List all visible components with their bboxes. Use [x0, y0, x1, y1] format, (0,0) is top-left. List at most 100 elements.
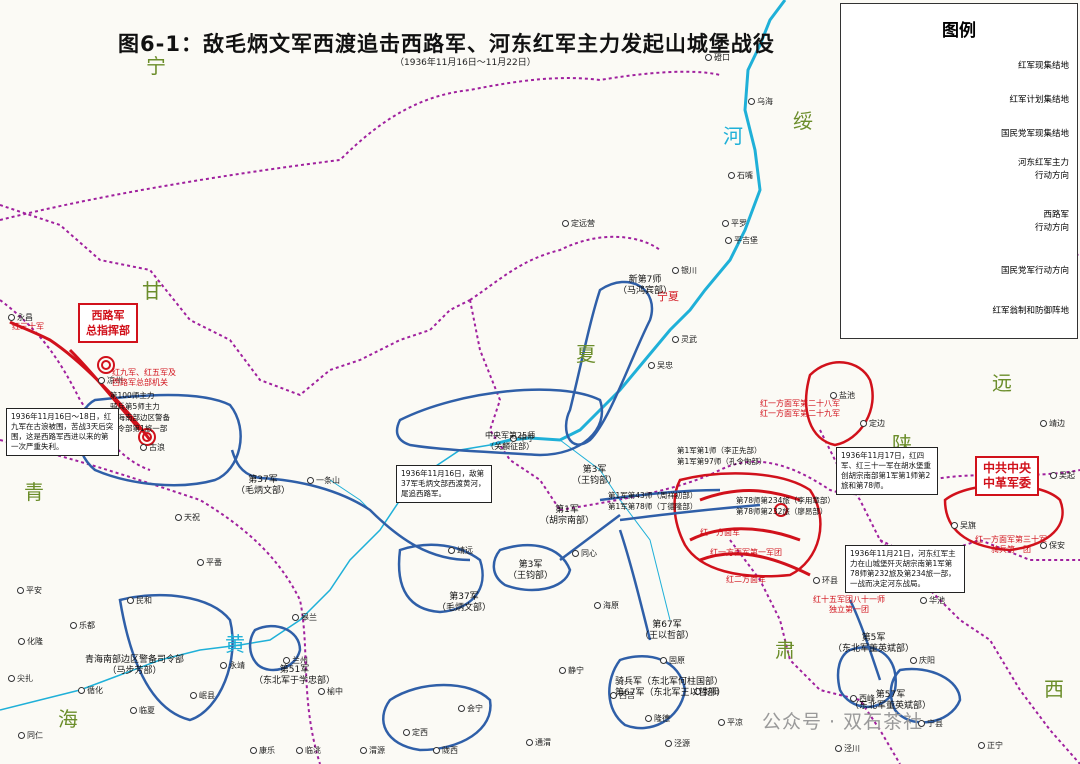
city-label: 吴旗 [951, 520, 976, 531]
city-label: 环县 [813, 575, 838, 586]
city-label: 平凉 [718, 717, 743, 728]
city-label: 泾川 [835, 743, 860, 754]
red-unit-label: 红三十军 [12, 322, 44, 331]
city-label: 定西 [403, 727, 428, 738]
enemy-movement-arrows [230, 449, 882, 681]
red-unit-label: 红一方面军第三十军 骑兵第一团 [975, 535, 1047, 554]
city-label: 磴口 [705, 52, 730, 63]
city-label: 宁县 [918, 718, 943, 729]
city-label: 化隆 [18, 636, 43, 647]
city-label: 彭阳 [694, 686, 719, 697]
city-label: 乌海 [748, 96, 773, 107]
city-label: 临夏 [130, 705, 155, 716]
enemy-unit-label: 骑兵军（东北军何柱国部） 第67军（东北军王以哲部） [615, 677, 726, 698]
map-title: 图6-1：敌毛炳文军西渡追击西路军、河东红军主力发起山城堡战役 [118, 32, 775, 56]
city-label: 古浪 [140, 442, 165, 453]
enemy-unit-label: 第100师主力 骑兵第5师主力 青海南部边区警备 司令部第1旅一部 [110, 391, 170, 433]
region-hai: 海 [58, 707, 78, 731]
legend-label: 河东红军主力 行动方向 [1017, 158, 1069, 181]
legend-item: 西路军 行动方向 [853, 201, 1073, 241]
legend-title: 图例 [942, 21, 976, 41]
legend-item: 国民党军现集结地 [853, 120, 1073, 160]
city-label: 同心 [572, 548, 597, 559]
region-yuan: 远 [992, 371, 1012, 395]
enemy-unit-label: 第67军 （王以哲部） [640, 620, 695, 641]
enemy-unit-label: 第57军 （东北军董英斌部） [850, 690, 932, 711]
enemy-unit-label: 第1军第1师（李正先部） 第1军第97师（孔令恂部） [677, 446, 767, 466]
city-label: 华池 [920, 595, 945, 606]
city-label: 天祝 [175, 512, 200, 523]
city-label: 陇西 [433, 745, 458, 756]
legend-label: 红军翁制和防御阵地 [992, 306, 1069, 316]
rivers [0, 0, 787, 711]
enemy-unit-label: 第78师第234旅（李用章部） 第78师第232旅（廖昂部） [736, 496, 835, 516]
region-sui: 绥 [793, 109, 813, 133]
west-route-army-hq: 西路军 总指挥部 [78, 303, 138, 343]
enemy-unit-label: 第1军第43师（周祥初部） 第1军第78师（丁德隆部） [608, 491, 698, 511]
note-shanchengbao: 1936年11月21日，河东红军主力在山城堡歼灭胡宗南第1军第78师第232旅及… [845, 545, 965, 593]
city-label: 通渭 [526, 737, 551, 748]
legend-label: 国民党军现集结地 [1000, 129, 1069, 139]
red-unit-label: 红一方面军第二十九军 [760, 409, 840, 418]
city-label: 榆中 [318, 686, 343, 697]
city-label: 静宁 [559, 665, 584, 676]
legend-label: 西路军 行动方向 [1034, 210, 1069, 233]
red-unit-label: 红二方面军 [726, 575, 766, 584]
red-unit-label: 红一方面军第一军团 [710, 548, 782, 557]
city-label: 盐池 [830, 390, 855, 401]
legend-item: 国民党军行动方向 [853, 257, 1073, 297]
city-label: 尖扎 [8, 673, 33, 684]
region-xia: 夏 [576, 342, 596, 366]
city-label: 庆阳 [910, 655, 935, 666]
city-label: 永靖 [220, 660, 245, 671]
enemy-assembly-areas [76, 280, 962, 752]
city-label: 会宁 [458, 703, 483, 714]
legend: 图例 红军现集结地 红军计划集结地 国民党军现集结地 河东红军主力 行动方向 西… [840, 3, 1078, 339]
enemy-unit-label: 第5军 （东北军董英斌部） [833, 633, 915, 654]
city-label: 西峰 [850, 693, 875, 704]
enemy-unit-label: 第3军 （王钧部） [508, 560, 554, 581]
city-label: 乐都 [70, 620, 95, 631]
enemy-unit-label: 第3军 （王钧部） [572, 465, 618, 486]
note-37th-army: 1936年11月16日，敌第37军毛炳文部西渡黄河，尾追西路军。 [396, 465, 492, 503]
city-label: 石嘴 [728, 170, 753, 181]
city-label: 循化 [78, 685, 103, 696]
city-label: 平吉堡 [725, 235, 758, 246]
red-unit-label: 红一方面军第二十八军 [760, 399, 840, 408]
city-label: 靖边 [1040, 418, 1065, 429]
legend-label: 国民党军行动方向 [1000, 266, 1069, 276]
city-label: 海原 [594, 600, 619, 611]
central-committee-hq: 中共中央 中革军委 [975, 456, 1040, 496]
legend-item: 河东红军主力 行动方向 [853, 149, 1073, 189]
city-label: 中宁 [510, 433, 535, 444]
city-label: 平番 [197, 557, 222, 568]
city-label: 吴起 [1050, 470, 1075, 481]
city-label: 隆德 [645, 713, 670, 724]
city-label: 一条山 [307, 475, 340, 486]
city-label: 定边 [860, 418, 885, 429]
enemy-unit-label: 青海南部边区警备司令部 （马步芳部） [85, 655, 185, 676]
city-label: 泾源 [665, 738, 690, 749]
enemy-unit-label: 第37军 （毛炳文部） [437, 592, 492, 613]
watermark: 公众号 · 双石茶社 [762, 711, 924, 733]
enemy-unit-label: 中央军第25师 （关麟征部） [485, 431, 536, 451]
city-label: 银川 [672, 265, 697, 276]
enemy-unit-label: 第1军 （胡宗南部） [540, 505, 595, 526]
city-label: 灵武 [672, 334, 697, 345]
city-label: 吴忠 [648, 360, 673, 371]
city-label: 渭源 [360, 745, 385, 756]
city-label: 平安 [17, 585, 42, 596]
city-label: 平罗 [722, 218, 747, 229]
city-label: 康乐 [250, 745, 275, 756]
region-ning: 宁 [146, 54, 166, 78]
city-label: 民和 [127, 595, 152, 606]
city-label: 同仁 [18, 730, 43, 741]
city-label: 皋兰 [292, 612, 317, 623]
city-label: 兰州 [283, 655, 308, 666]
red-unit-label: 红十五军团八十一师 独立第一团 [813, 595, 885, 614]
river-label-huang: 黄 [225, 632, 245, 656]
city-label: 正宁 [978, 740, 1003, 751]
river-label-he: 河 [723, 124, 743, 148]
city-label: 岷县 [190, 690, 215, 701]
